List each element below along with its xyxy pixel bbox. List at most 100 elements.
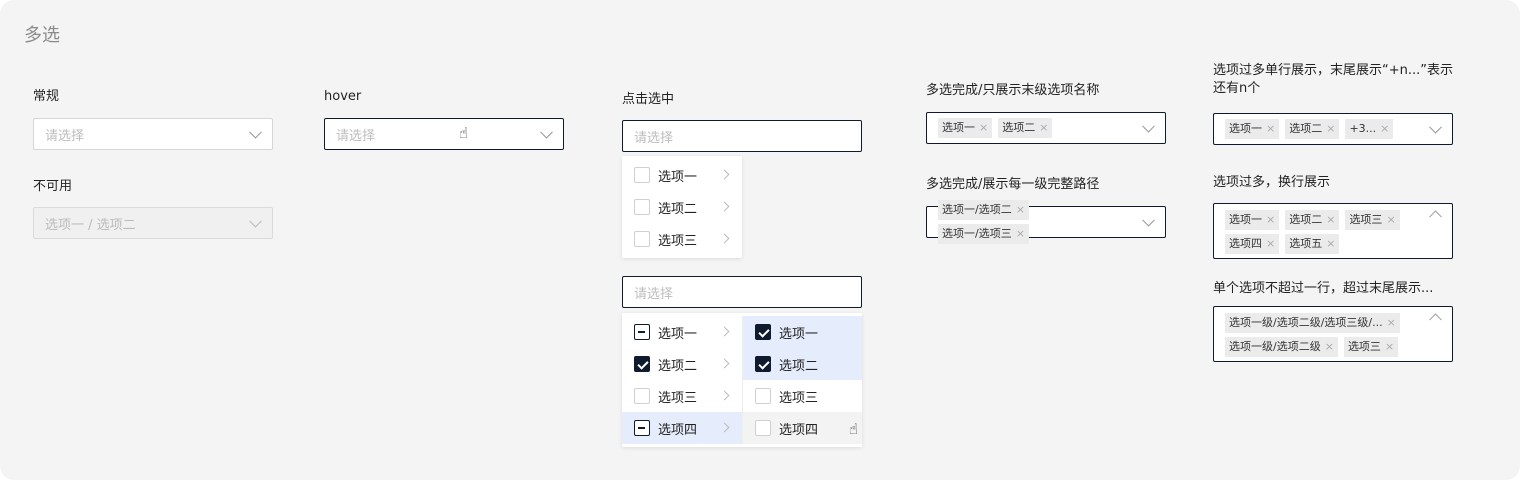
checkbox[interactable] xyxy=(634,167,650,183)
tag: 选项一级/选项二级/选项三级/...× xyxy=(1225,313,1400,333)
chevron-right-icon xyxy=(719,422,730,433)
checkbox[interactable] xyxy=(755,388,771,404)
close-icon[interactable]: × xyxy=(1326,237,1336,250)
placeholder: 请选择 xyxy=(634,130,674,146)
close-icon[interactable]: × xyxy=(1266,122,1276,135)
tag: 选项二× xyxy=(1285,119,1340,139)
option-label: 选项二 xyxy=(779,358,819,374)
option-label: 选项一 xyxy=(658,169,698,185)
option-item[interactable]: 选项三 xyxy=(743,380,862,412)
select-wrap[interactable]: 选项一× 选项二× 选项三× 选项四× 选项五× xyxy=(1213,203,1453,259)
placeholder: 请选择 xyxy=(336,128,376,144)
chevron-right-icon xyxy=(719,326,730,337)
select-click[interactable]: 请选择 xyxy=(622,120,862,152)
label-hover: hover xyxy=(324,89,362,104)
cascade-dropdown: 选项一 选项二 选项三 选项四 选项一 选项二 选项三 选项四 ☝ xyxy=(622,313,862,447)
checkbox-indeterminate[interactable] xyxy=(634,324,650,340)
tag: 选项五× xyxy=(1285,234,1340,254)
tag-label: 选项一级/选项二级/选项三级/... xyxy=(1229,316,1383,329)
close-icon[interactable]: × xyxy=(1326,122,1336,135)
select-cascade[interactable]: 请选择 xyxy=(622,276,862,308)
tag: 选项一× xyxy=(1225,210,1280,230)
tag: 选项一级/选项二级× xyxy=(1225,337,1338,357)
tag: 选项三× xyxy=(1343,337,1399,357)
checkbox[interactable] xyxy=(634,231,650,247)
tag-label: 选项三 xyxy=(1349,213,1383,226)
option-item[interactable]: 选项三 xyxy=(622,223,742,255)
label-overflow: 选项过多单行展示，末尾展示“+n...”表示还有n个 xyxy=(1213,63,1453,96)
option-label: 选项一 xyxy=(779,326,819,342)
chevron-down-icon xyxy=(249,214,262,228)
option-label: 选项一 xyxy=(658,326,698,342)
checkbox-checked[interactable] xyxy=(634,356,650,372)
label-disabled: 不可用 xyxy=(33,179,73,194)
close-icon[interactable]: × xyxy=(979,121,989,134)
option-item[interactable]: 选项一 xyxy=(622,316,742,348)
tag: 选项三× xyxy=(1345,210,1400,230)
tag: 选项二× xyxy=(1285,210,1340,230)
checkbox[interactable] xyxy=(634,199,650,215)
checkbox[interactable] xyxy=(634,388,650,404)
tag-label: 选项二 xyxy=(1289,213,1323,226)
close-icon[interactable]: × xyxy=(1326,213,1336,226)
close-icon[interactable]: × xyxy=(1386,316,1396,329)
tag-label: +3... xyxy=(1349,122,1377,135)
option-item[interactable]: 选项三 xyxy=(622,380,742,412)
chevron-down-icon xyxy=(249,125,262,139)
close-icon[interactable]: × xyxy=(1384,340,1395,353)
close-icon[interactable]: × xyxy=(1266,213,1276,226)
checkbox[interactable] xyxy=(755,420,771,436)
tag-label: 选项一 xyxy=(1229,122,1262,135)
close-icon[interactable]: × xyxy=(1266,237,1276,250)
select-last-only[interactable]: 选项一× 选项二× xyxy=(926,112,1166,144)
dropdown-menu: 选项一 选项二 选项三 xyxy=(622,156,742,258)
chevron-down-icon xyxy=(540,125,553,139)
close-icon[interactable]: × xyxy=(1015,203,1025,216)
close-icon[interactable]: × xyxy=(1039,121,1049,134)
chevron-down-icon xyxy=(1429,120,1442,134)
option-item[interactable]: 选项一 xyxy=(743,316,862,348)
option-label: 选项四 xyxy=(779,422,819,438)
label-last-only: 多选完成/只展示末级选项名称 xyxy=(926,83,1100,98)
select-overflow[interactable]: 选项一× 选项二× +3...× xyxy=(1213,113,1453,145)
option-item[interactable]: 选项一 xyxy=(622,159,742,191)
option-label: 选项三 xyxy=(779,390,819,406)
tag-label: 选项一 xyxy=(942,121,975,134)
tag: 选项一 × xyxy=(1225,119,1280,139)
hand-cursor-icon: ☝ xyxy=(848,420,858,438)
tag: 选项一/选项三× xyxy=(938,224,1029,244)
select-disabled: 选项一 / 选项二 xyxy=(33,207,273,239)
close-icon[interactable]: × xyxy=(1380,122,1390,135)
tag-label: 选项一/选项二 xyxy=(942,203,1012,216)
chevron-right-icon xyxy=(719,233,730,244)
tag-label: 选项一/选项三 xyxy=(942,227,1012,240)
checkbox-indeterminate[interactable] xyxy=(634,420,650,436)
tag-label: 选项五 xyxy=(1289,237,1323,250)
checkbox-checked[interactable] xyxy=(755,356,771,372)
tag: 选项一/选项二× xyxy=(938,200,1029,220)
tag-label: 选项三 xyxy=(1347,340,1381,353)
tag-label: 选项二 xyxy=(1002,121,1036,134)
option-item[interactable]: 选项二 xyxy=(622,191,742,223)
label-full-path: 多选完成/展示每一级完整路径 xyxy=(926,177,1100,192)
option-item-active[interactable]: 选项四 xyxy=(622,412,742,444)
option-item-hover[interactable]: 选项四 ☝ xyxy=(743,412,862,444)
select-full-path[interactable]: 选项一/选项二× 选项一/选项三× xyxy=(926,200,1166,244)
disabled-value: 选项一 / 选项二 xyxy=(45,217,136,233)
chevron-right-icon xyxy=(719,169,730,180)
option-label: 选项三 xyxy=(658,233,698,249)
option-item[interactable]: 选项二 xyxy=(622,348,742,380)
select-hover[interactable]: 请选择 xyxy=(324,118,564,150)
select-normal[interactable]: 请选择 xyxy=(33,118,273,150)
hand-cursor-icon: ☝ xyxy=(459,124,469,142)
select-ellipsis[interactable]: 选项一级/选项二级/选项三级/...× 选项一级/选项二级× 选项三× xyxy=(1213,306,1453,362)
tag-label: 选项二 xyxy=(1289,122,1323,135)
close-icon[interactable]: × xyxy=(1324,340,1334,353)
label-normal: 常规 xyxy=(33,89,60,104)
checkbox-checked[interactable] xyxy=(755,324,771,340)
close-icon[interactable]: × xyxy=(1015,227,1025,240)
close-icon[interactable]: × xyxy=(1386,213,1396,226)
option-item[interactable]: 选项二 xyxy=(743,348,862,380)
tag: 选项二× xyxy=(998,118,1053,138)
section-title: 多选 xyxy=(24,25,60,46)
